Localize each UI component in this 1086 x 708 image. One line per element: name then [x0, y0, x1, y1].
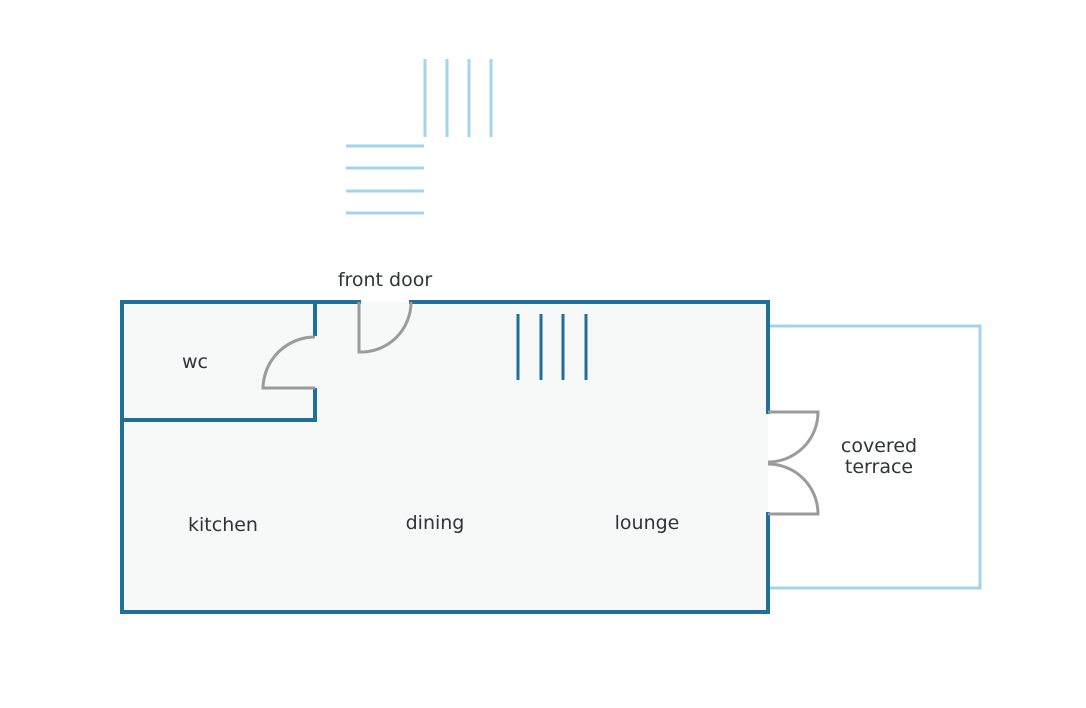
front-door-swing [357, 301, 413, 354]
terrace-door-lower-swing [767, 462, 820, 516]
room-label-kitchen: kitchen [188, 514, 258, 536]
terrace-door-upper-swing [767, 410, 820, 464]
exterior-walls [120, 300, 770, 614]
wc-door-swing [261, 335, 316, 390]
entrance-steps-lower [346, 144, 424, 215]
room-label-wc: wc [182, 351, 208, 373]
house-floor [122, 302, 768, 612]
room-label-terrace: terrace [845, 456, 913, 478]
interior-stairs [516, 314, 588, 380]
room-label-dining: dining [406, 512, 465, 534]
room-label-lounge: lounge [615, 512, 680, 534]
room-label-covered: covered [841, 435, 917, 457]
entrance-steps-upper [423, 59, 493, 137]
front-door-label: front door [338, 269, 433, 291]
wc-walls [122, 302, 317, 422]
covered-terrace-outline [768, 324, 982, 590]
